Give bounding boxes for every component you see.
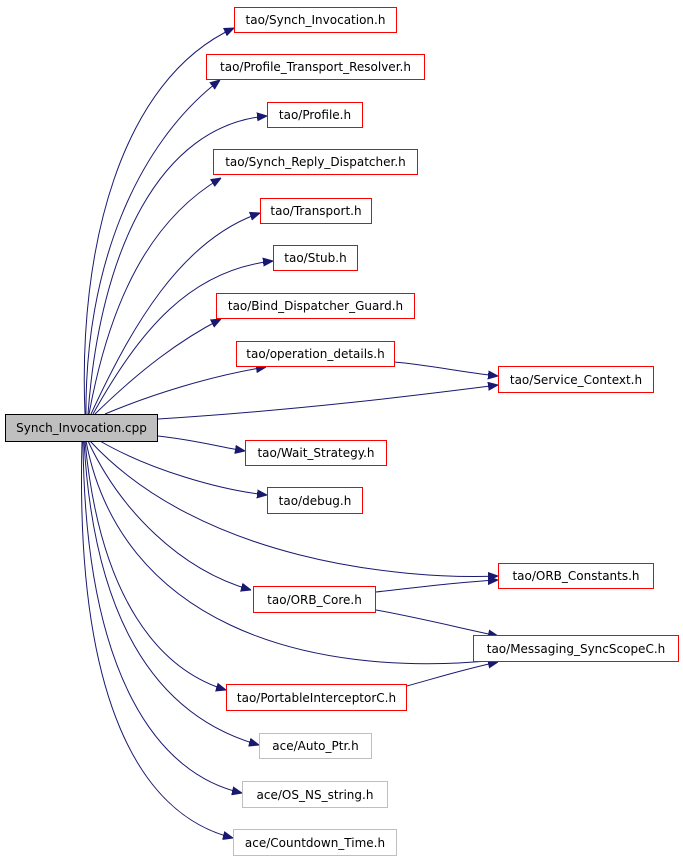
node-bind-dispatcher-guard-h[interactable]: tao/Bind_Dispatcher_Guard.h [216,293,415,319]
edge-root-portableinterceptorc-h [84,440,226,690]
edge-operation-details-h-service-context-h [393,361,498,376]
edges [80,28,498,838]
edge-root-operation-details-h [104,367,266,415]
edge-orb-core-h-messaging-syncscopec-h [375,609,498,636]
node-bind-dispatcher-guard-h-label: tao/Bind_Dispatcher_Guard.h [228,299,403,313]
edge-root-wait-strategy-h [157,435,245,451]
edge-orb-core-h-orb-constants-h [375,580,498,593]
node-profile-transport-resolver-h[interactable]: tao/Profile_Transport_Resolver.h [206,54,425,80]
root-node[interactable]: Synch_Invocation.cpp [5,414,158,442]
node-wait-strategy-h[interactable]: tao/Wait_Strategy.h [245,440,387,466]
edge-root-stub-h [92,261,273,415]
edge-root-os-ns-string-h [82,440,242,793]
node-operation-details-h[interactable]: tao/operation_details.h [236,341,395,367]
node-wait-strategy-h-label: tao/Wait_Strategy.h [257,446,374,460]
edge-root-orb-constants-h [89,440,498,576]
node-orb-constants-h-label: tao/ORB_Constants.h [512,569,639,583]
node-os-ns-string-h-label: ace/OS_NS_string.h [257,788,374,802]
node-portableinterceptorc-h[interactable]: tao/PortableInterceptorC.h [226,684,407,711]
edge-root-auto-ptr-h [83,440,259,745]
edge-root-profile-transport-resolver-h [85,80,220,415]
node-auto-ptr-h-label: ace/Auto_Ptr.h [272,739,358,753]
node-profile-transport-resolver-h-label: tao/Profile_Transport_Resolver.h [220,60,411,74]
node-debug-h[interactable]: tao/debug.h [267,487,363,514]
edge-root-service-context-h [157,385,498,420]
node-stub-h-label: tao/Stub.h [284,251,346,265]
node-auto-ptr-h: ace/Auto_Ptr.h [259,733,372,759]
edge-root-debug-h [99,440,267,495]
edge-root-synch-reply-dispatcher-h [88,178,221,415]
node-stub-h[interactable]: tao/Stub.h [273,245,358,271]
node-countdown-time-h: ace/Countdown_Time.h [233,829,397,856]
edge-root-messaging-syncscopec-h [85,440,498,664]
edge-root-orb-core-h [87,440,251,590]
node-countdown-time-h-label: ace/Countdown_Time.h [245,836,385,850]
node-debug-h-label: tao/debug.h [279,494,352,508]
node-profile-h[interactable]: tao/Profile.h [267,102,363,128]
node-portableinterceptorc-h-label: tao/PortableInterceptorC.h [237,691,396,705]
node-orb-core-h[interactable]: tao/ORB_Core.h [253,586,376,613]
node-orb-core-h-label: tao/ORB_Core.h [267,593,362,607]
node-operation-details-h-label: tao/operation_details.h [246,347,384,361]
node-transport-h[interactable]: tao/Transport.h [260,198,372,224]
node-messaging-syncscopec-h[interactable]: tao/Messaging_SyncScopeC.h [473,635,679,662]
edge-root-bind-dispatcher-guard-h [94,319,221,415]
node-synch-invocation-h[interactable]: tao/Synch_Invocation.h [234,7,397,33]
root-node-label: Synch_Invocation.cpp [16,421,147,435]
node-messaging-syncscopec-h-label: tao/Messaging_SyncScopeC.h [487,642,666,656]
edge-root-transport-h [90,213,260,415]
node-service-context-h[interactable]: tao/Service_Context.h [498,366,654,393]
node-synch-reply-dispatcher-h-label: tao/Synch_Reply_Dispatcher.h [225,155,406,169]
node-service-context-h-label: tao/Service_Context.h [510,373,642,387]
edge-portableinterceptorc-h-messaging-syncscopec-h [391,662,498,691]
edge-root-synch-invocation-h [83,28,234,415]
node-synch-reply-dispatcher-h[interactable]: tao/Synch_Reply_Dispatcher.h [213,149,418,175]
node-transport-h-label: tao/Transport.h [270,204,361,218]
node-synch-invocation-h-label: tao/Synch_Invocation.h [246,13,386,27]
node-os-ns-string-h: ace/OS_NS_string.h [242,781,388,808]
edge-root-profile-h [87,116,267,415]
edge-root-countdown-time-h [80,440,233,838]
node-profile-h-label: tao/Profile.h [279,108,351,122]
node-orb-constants-h[interactable]: tao/ORB_Constants.h [498,563,654,589]
